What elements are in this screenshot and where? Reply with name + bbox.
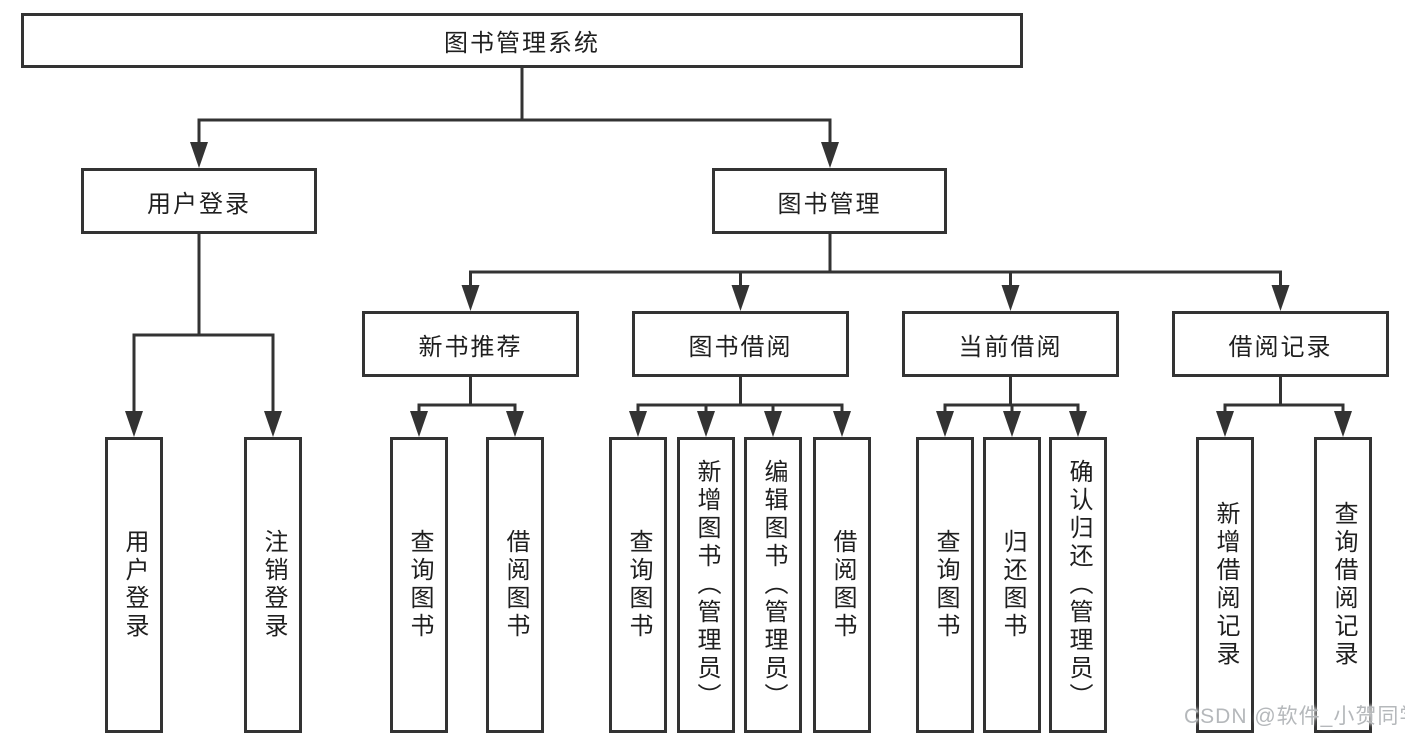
leaf-query-books-current: 查询图书	[916, 437, 974, 733]
node-label: 查询借阅记录	[1330, 501, 1357, 669]
node-label: 用户登录	[121, 529, 148, 641]
leaf-query-books-recommend: 查询图书	[390, 437, 448, 733]
leaf-user-login: 用户登录	[105, 437, 163, 733]
node-label: 查询图书	[406, 529, 433, 641]
node-label: 查询图书	[625, 529, 652, 641]
node-book-management: 图书管理	[712, 168, 947, 234]
leaf-borrow-books: 借阅图书	[813, 437, 871, 733]
node-label: 编辑图书（管理员）	[760, 459, 787, 711]
node-label: 图书管理	[777, 190, 882, 218]
node-label: 用户登录	[147, 190, 251, 218]
node-label: 图书管理系统	[444, 30, 600, 57]
node-label: 借阅图书	[502, 529, 529, 641]
node-borrowing-records: 借阅记录	[1172, 311, 1389, 377]
leaf-borrow-books-recommend: 借阅图书	[486, 437, 544, 733]
leaf-query-borrow-record: 查询借阅记录	[1314, 437, 1372, 733]
leaf-query-books-borrowing: 查询图书	[609, 437, 667, 733]
csdn-watermark: CSDN @软件_小贺同学	[1184, 705, 1405, 728]
node-label: 归还图书	[999, 529, 1026, 641]
node-label: 图书借阅	[688, 333, 793, 361]
leaf-edit-books-admin: 编辑图书（管理员）	[744, 437, 802, 733]
node-new-book-recommendation: 新书推荐	[362, 311, 579, 377]
node-label: 借阅记录	[1228, 333, 1333, 361]
node-label: 新增图书（管理员）	[693, 459, 720, 711]
node-book-borrowing: 图书借阅	[632, 311, 849, 377]
leaf-logout: 注销登录	[244, 437, 302, 733]
node-label: 查询图书	[932, 529, 959, 641]
node-current-borrowing: 当前借阅	[902, 311, 1119, 377]
node-label: 借阅图书	[829, 529, 856, 641]
node-label: 当前借阅	[958, 333, 1063, 361]
leaf-confirm-return-admin: 确认归还（管理员）	[1049, 437, 1107, 733]
node-library-management-system: 图书管理系统	[21, 13, 1023, 68]
leaf-add-borrow-record: 新增借阅记录	[1196, 437, 1254, 733]
node-user-login: 用户登录	[81, 168, 317, 234]
node-label: 确认归还（管理员）	[1065, 459, 1092, 711]
node-label: 注销登录	[260, 529, 287, 641]
leaf-add-books-admin: 新增图书（管理员）	[677, 437, 735, 733]
leaf-return-books: 归还图书	[983, 437, 1041, 733]
node-label: 新增借阅记录	[1212, 501, 1239, 669]
node-label: 新书推荐	[418, 333, 523, 361]
